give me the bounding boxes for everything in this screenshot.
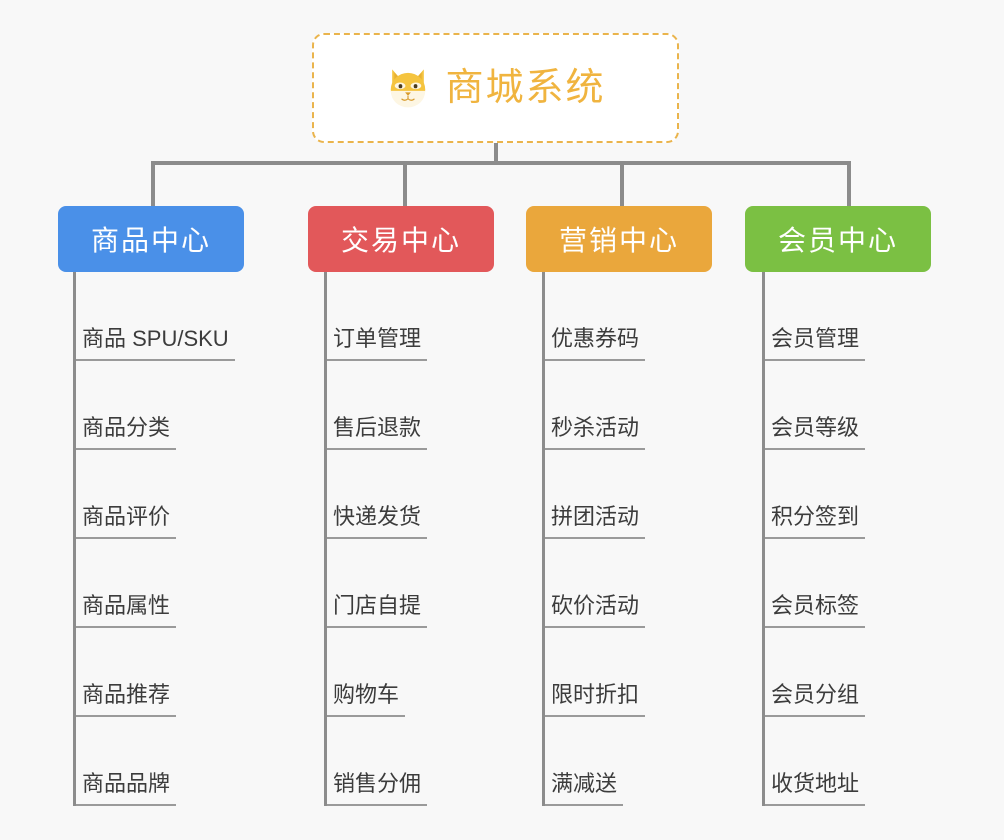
- branch-column-1: 商品中心: [58, 206, 244, 272]
- leaf-item-label: 订单管理: [327, 326, 428, 361]
- leaf-item-label: 优惠券码: [545, 326, 646, 361]
- leaf-item[interactable]: 商品分类: [76, 361, 235, 450]
- leaf-item[interactable]: 砍价活动: [545, 539, 646, 628]
- root-node[interactable]: 商城系统: [312, 33, 679, 143]
- leaf-item-label: 会员等级: [765, 415, 866, 450]
- leaf-item-label: 收货地址: [765, 771, 866, 806]
- branch-leaf-list-4: 会员管理会员等级积分签到会员标签会员分组收货地址: [765, 272, 866, 806]
- branch-drop-connector-4: [847, 161, 851, 206]
- leaf-item[interactable]: 秒杀活动: [545, 361, 646, 450]
- leaf-item-label: 售后退款: [327, 415, 428, 450]
- leaf-item[interactable]: 收货地址: [765, 717, 866, 806]
- branch-trunk-3: [542, 272, 545, 806]
- leaf-item[interactable]: 优惠券码: [545, 272, 646, 361]
- leaf-item-label: 限时折扣: [545, 682, 646, 717]
- root-connector-stem: [494, 143, 498, 163]
- shiba-dog-face-icon: [385, 65, 431, 111]
- branch-header-2[interactable]: 交易中心: [308, 206, 494, 272]
- leaf-item[interactable]: 会员分组: [765, 628, 866, 717]
- leaf-item[interactable]: 商品 SPU/SKU: [76, 272, 235, 361]
- branch-column-3: 营销中心: [526, 206, 712, 272]
- leaf-item-label: 拼团活动: [545, 504, 646, 539]
- branch-drop-connector-2: [403, 161, 407, 206]
- leaf-item-label: 购物车: [327, 682, 406, 717]
- leaf-item[interactable]: 会员管理: [765, 272, 866, 361]
- leaf-item[interactable]: 购物车: [327, 628, 427, 717]
- leaf-item-label: 满减送: [545, 771, 624, 806]
- leaf-item-label: 商品评价: [76, 504, 177, 539]
- leaf-item[interactable]: 积分签到: [765, 450, 866, 539]
- leaf-item[interactable]: 商品评价: [76, 450, 235, 539]
- branch-trunk-2: [324, 272, 327, 806]
- leaf-item-label: 门店自提: [327, 593, 428, 628]
- branch-header-4[interactable]: 会员中心: [745, 206, 931, 272]
- leaf-item-label: 商品 SPU/SKU: [76, 326, 235, 361]
- branch-leaf-list-1: 商品 SPU/SKU 商品分类商品评价商品属性商品推荐商品品牌: [76, 272, 235, 806]
- leaf-item-label: 积分签到: [765, 504, 866, 539]
- branch-leaf-list-3: 优惠券码秒杀活动拼团活动砍价活动限时折扣满减送: [545, 272, 646, 806]
- leaf-item[interactable]: 商品推荐: [76, 628, 235, 717]
- branch-header-3[interactable]: 营销中心: [526, 206, 712, 272]
- leaf-item[interactable]: 售后退款: [327, 361, 428, 450]
- branch-connector-bus: [151, 161, 851, 165]
- branch-header-1[interactable]: 商品中心: [58, 206, 244, 272]
- leaf-item-label: 商品分类: [76, 415, 177, 450]
- leaf-item-label: 商品品牌: [76, 771, 177, 806]
- root-title: 商城系统: [445, 67, 606, 109]
- leaf-item-label: 会员分组: [765, 682, 866, 717]
- leaf-item[interactable]: 拼团活动: [545, 450, 646, 539]
- leaf-item[interactable]: 会员等级: [765, 361, 866, 450]
- leaf-item-label: 会员标签: [765, 593, 866, 628]
- leaf-item-label: 快递发货: [327, 504, 428, 539]
- leaf-item-label: 商品推荐: [76, 682, 177, 717]
- leaf-item[interactable]: 门店自提: [327, 539, 428, 628]
- branch-leaf-list-2: 订单管理售后退款快递发货门店自提购物车销售分佣: [327, 272, 428, 806]
- leaf-item[interactable]: 会员标签: [765, 539, 866, 628]
- leaf-item[interactable]: 商品品牌: [76, 717, 235, 806]
- leaf-item[interactable]: 满减送: [545, 717, 645, 806]
- branch-column-4: 会员中心: [745, 206, 931, 272]
- leaf-item[interactable]: 商品属性: [76, 539, 235, 628]
- branch-trunk-1: [73, 272, 76, 806]
- leaf-item[interactable]: 订单管理: [327, 272, 428, 361]
- leaf-item[interactable]: 销售分佣: [327, 717, 428, 806]
- leaf-item-label: 砍价活动: [545, 593, 646, 628]
- leaf-item[interactable]: 快递发货: [327, 450, 428, 539]
- branch-trunk-4: [762, 272, 765, 806]
- branch-drop-connector-3: [620, 161, 624, 206]
- leaf-item-label: 销售分佣: [327, 771, 428, 806]
- leaf-item-label: 商品属性: [76, 593, 177, 628]
- leaf-item-label: 会员管理: [765, 326, 866, 361]
- leaf-item[interactable]: 限时折扣: [545, 628, 646, 717]
- leaf-item-label: 秒杀活动: [545, 415, 646, 450]
- branch-column-2: 交易中心: [308, 206, 494, 272]
- branch-drop-connector-1: [151, 161, 155, 206]
